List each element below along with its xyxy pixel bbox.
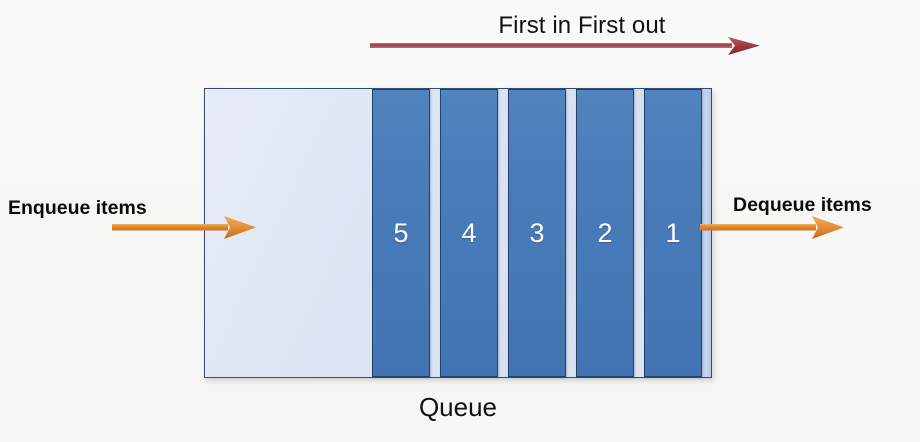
queue-caption: Queue [418, 392, 498, 422]
queue-container: 5 4 3 2 1 [204, 88, 712, 378]
queue-cell-2[interactable]: 2 [576, 89, 634, 377]
queue-cell-4[interactable]: 4 [440, 89, 498, 377]
queue-front-edge-strip [702, 89, 711, 377]
queue-cell-value: 3 [529, 217, 545, 248]
fifo-title: First in First out [498, 12, 666, 39]
queue-cell-3[interactable]: 3 [508, 89, 566, 377]
queue-cell-value: 1 [665, 217, 681, 248]
fifo-direction-arrow-icon [370, 36, 762, 58]
queue-cell-value: 4 [461, 217, 477, 248]
dequeue-label: Dequeue items [733, 194, 872, 216]
queue-cell-value: 5 [393, 217, 409, 248]
enqueue-label: Enqueue items [8, 197, 147, 219]
queue-cell-5[interactable]: 5 [372, 89, 430, 377]
queue-cell-1[interactable]: 1 [644, 89, 702, 377]
enqueue-arrow-icon [112, 214, 258, 242]
queue-cell-value: 2 [597, 217, 613, 248]
dequeue-arrow-icon [700, 214, 846, 242]
